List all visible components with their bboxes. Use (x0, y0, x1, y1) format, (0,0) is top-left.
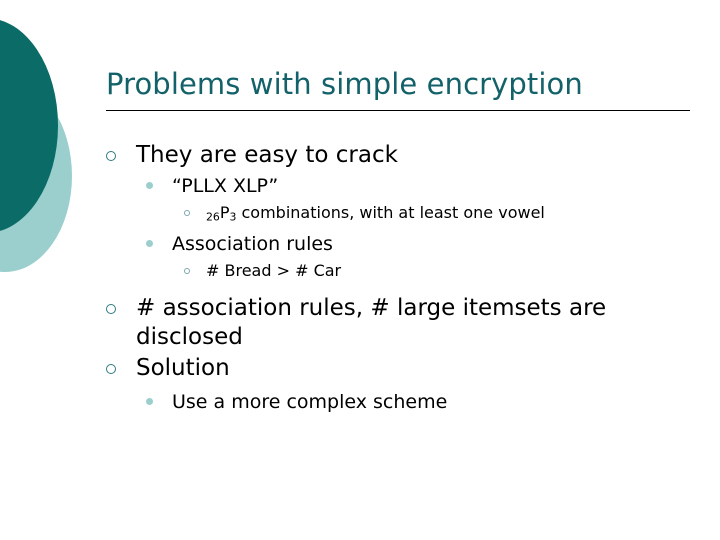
list-item-label: Solution (136, 355, 230, 382)
list-item-label: # association rules, # large itemsets ar… (136, 295, 607, 351)
list-item: # Bread > # Car (184, 260, 706, 282)
list-item-label: 26P3 combinations, with at least one vow… (206, 202, 706, 228)
list-item-label: Association rules (172, 233, 333, 256)
bullet-hollow-ring-icon (106, 354, 136, 383)
list-item-label: Use a more complex scheme (172, 391, 448, 414)
list-item: They are easy to crack (106, 141, 706, 170)
bullet-filled-dot-icon (146, 232, 172, 257)
bullet-hollow-ring-icon (106, 294, 136, 323)
content-body: They are easy to crack “PLLX XLP” 26P3 c… (106, 141, 706, 415)
bullet-filled-dot-icon (146, 174, 172, 199)
list-item: Use a more complex scheme (146, 390, 706, 415)
list-item-label-rest: combinations, with at least one vowel (236, 203, 545, 222)
title-divider (106, 110, 690, 111)
bullet-hollow-ring-icon (106, 141, 136, 170)
permutation-n-subscript: 26 (206, 210, 220, 224)
title-block: Problems with simple encryption (106, 66, 692, 111)
list-item: Solution (106, 354, 706, 383)
list-item: “PLLX XLP” (146, 174, 706, 199)
bullet-small-hollow-ring-icon (184, 260, 206, 282)
list-item: Association rules (146, 232, 706, 257)
permutation-r-subscript: 3 (229, 210, 237, 224)
list-item-label: # Bread > # Car (206, 261, 342, 281)
page-title: Problems with simple encryption (106, 67, 583, 101)
permutation-p-symbol: P (219, 203, 230, 222)
list-item: 26P3 combinations, with at least one vow… (184, 202, 706, 228)
bullet-filled-dot-icon (146, 390, 172, 415)
bullet-small-hollow-ring-icon (184, 202, 206, 224)
list-item: # association rules, # large itemsets ar… (106, 294, 706, 352)
list-item-label: They are easy to crack (136, 142, 398, 168)
list-item-label: “PLLX XLP” (172, 175, 279, 197)
